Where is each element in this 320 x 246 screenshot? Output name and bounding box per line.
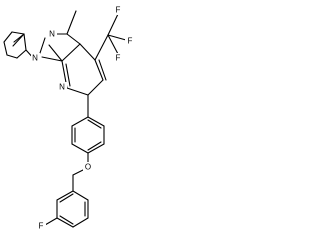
bond <box>66 33 81 45</box>
bond <box>98 59 107 81</box>
pyrazole-n-upper-atom: N <box>48 29 57 39</box>
bond <box>79 43 96 61</box>
bond <box>87 79 104 96</box>
bond <box>39 37 46 54</box>
bond <box>72 217 89 228</box>
bond <box>94 34 109 61</box>
ether-oxygen-label: O <box>85 163 91 172</box>
bond <box>87 143 105 154</box>
bond <box>65 63 71 87</box>
atom-labels: N N N F F F O F <box>31 5 134 231</box>
pyrazole-n-upper-label: N <box>49 30 55 39</box>
pyridine-n-atom: N <box>58 82 67 92</box>
bond <box>6 54 18 59</box>
bond <box>56 217 74 228</box>
fluorine-2-atom: F <box>125 36 134 46</box>
bond <box>48 44 63 62</box>
bond <box>44 217 58 226</box>
bond <box>16 49 27 59</box>
ether-oxygen-atom: O <box>83 162 93 172</box>
pyrazole-n-lower-label: N <box>32 54 38 63</box>
bond <box>56 190 74 201</box>
bond <box>59 193 74 203</box>
bond <box>3 31 13 43</box>
bond <box>23 33 27 51</box>
structure-canvas: N N N F F F O F <box>0 0 145 246</box>
bond <box>72 190 89 201</box>
fluorine-3-atom: F <box>114 53 123 63</box>
bond <box>87 141 102 151</box>
bond <box>107 34 127 41</box>
bond <box>107 34 119 55</box>
bond <box>11 31 25 35</box>
bond <box>61 43 81 62</box>
bond <box>71 143 89 154</box>
bond <box>94 59 104 81</box>
bond <box>12 33 25 47</box>
bond-layer <box>3 10 127 228</box>
fluorine-2-label: F <box>128 37 133 46</box>
bond <box>87 116 105 127</box>
bond <box>72 169 84 176</box>
aryl-fluorine-label: F <box>39 222 44 231</box>
fluorine-1-label: F <box>116 6 121 15</box>
aryl-fluorine-atom: F <box>37 221 46 231</box>
bond <box>59 215 74 225</box>
molecule-drawing: N N N F F F O F <box>3 5 134 231</box>
pyrazole-n-lower-atom: N <box>31 53 40 63</box>
bond <box>71 116 89 127</box>
fluorine-3-label: F <box>116 54 121 63</box>
bond <box>66 10 77 35</box>
bond <box>87 119 102 129</box>
fluorine-1-atom: F <box>114 5 123 15</box>
bond <box>41 56 63 62</box>
bond <box>66 87 89 96</box>
bond <box>107 13 119 36</box>
pyridine-n-label: N <box>59 83 65 92</box>
bond <box>3 41 8 56</box>
